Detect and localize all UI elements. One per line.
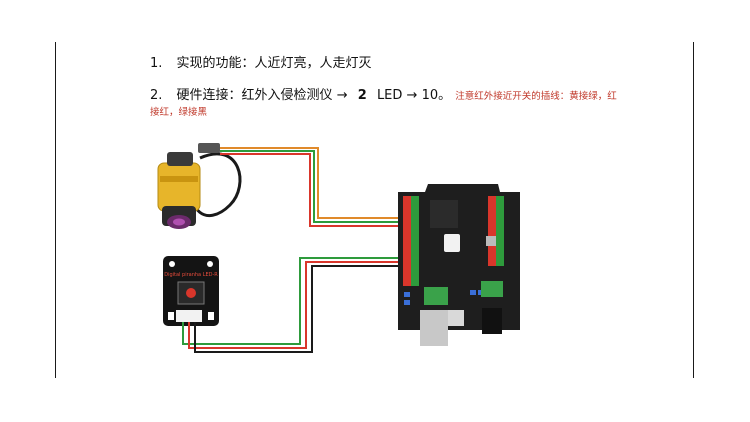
- controller-board: [398, 184, 520, 346]
- arrow-1: →: [336, 88, 348, 103]
- step-2-number: 2.: [150, 88, 163, 103]
- ir-sensor-wires: [220, 147, 400, 227]
- pin-2: 10。: [421, 88, 452, 103]
- wiring-note-line-1: 注意红外接近开关的插线：黄接绿，红: [455, 91, 617, 102]
- right-border-line: [693, 42, 694, 378]
- step-1-text: 实现的功能：人近灯亮，人走灯灭: [176, 56, 372, 71]
- led-module: Digital piranha LED-R: [163, 256, 219, 326]
- led-module-label: Digital piranha LED-R: [164, 272, 218, 278]
- step-2-connection: 2. 硬件连接：红外入侵检测仪 → 2 LED → 10。 注意红外接近开关的插…: [150, 84, 617, 103]
- led-module-wires: [182, 257, 400, 353]
- ir-sensor-connector: [198, 143, 220, 153]
- step-1-function: 1. 实现的功能：人近灯亮，人走灯灭: [150, 52, 372, 71]
- arrow-2: →: [406, 88, 418, 103]
- ir-sensor: [157, 152, 201, 229]
- step-2-text-a: 硬件连接：红外入侵检测仪: [176, 88, 333, 103]
- left-border-line: [55, 42, 56, 378]
- step-1-number: 1.: [150, 56, 163, 71]
- wiring-note-line-2: 接红，绿接黑: [150, 107, 208, 118]
- pin-1: 2: [357, 88, 367, 103]
- ir-sensor-cable: [192, 152, 242, 218]
- step-2-text-b: LED: [376, 88, 403, 103]
